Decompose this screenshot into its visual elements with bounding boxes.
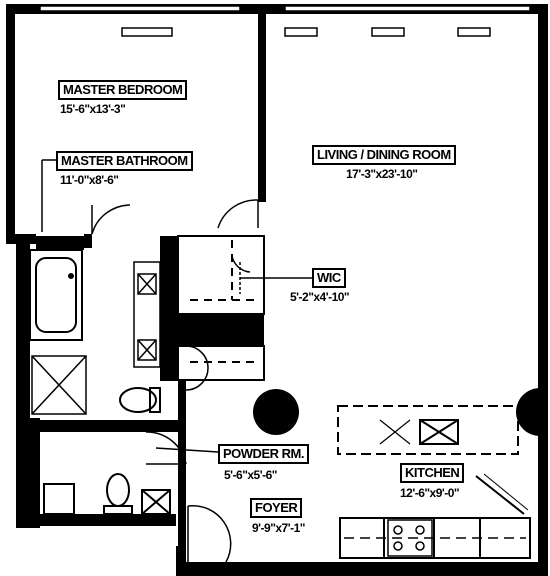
closet-shelves	[190, 240, 258, 363]
label-master-bathroom: MASTER BATHROOM	[56, 151, 193, 171]
columns	[253, 388, 540, 436]
label-kitchen: KITCHEN	[400, 463, 465, 483]
stove	[387, 519, 433, 557]
label-wic: WIC	[312, 268, 346, 288]
label-master-bedroom: MASTER BEDROOM	[58, 80, 188, 100]
shower	[31, 355, 87, 415]
dim-foyer: 9'-9"x7'-1"	[252, 521, 305, 535]
dim-powder-room: 5'-6"x5'-6"	[224, 468, 277, 482]
wic-walls	[177, 235, 265, 381]
label-living-dining: LIVING / DINING ROOM	[312, 145, 456, 165]
door-swings	[91, 199, 259, 563]
label-powder-room: POWDER RM.	[218, 444, 309, 464]
dim-kitchen: 12'-6"x9'-0"	[400, 486, 460, 500]
dim-wic: 5'-2"x4'-10"	[290, 290, 350, 304]
kitchen-counter	[339, 473, 531, 559]
dim-master-bedroom: 15'-6"x13'-3"	[60, 102, 126, 116]
label-leaders	[41, 159, 312, 453]
dim-living-dining: 17'-3"x23'-10"	[346, 167, 418, 181]
interior-walls	[36, 12, 266, 562]
toilet-master	[119, 387, 161, 413]
exterior-walls	[6, 4, 548, 576]
windows	[39, 5, 531, 37]
bathtub	[29, 249, 83, 341]
vanity	[133, 261, 161, 368]
label-foyer: FOYER	[250, 498, 303, 518]
kitchen-island	[337, 405, 519, 455]
powder-fixtures	[43, 473, 171, 515]
dim-master-bathroom: 11'-0"x8'-6"	[60, 173, 119, 187]
entry-arrow-icon	[200, 562, 228, 576]
